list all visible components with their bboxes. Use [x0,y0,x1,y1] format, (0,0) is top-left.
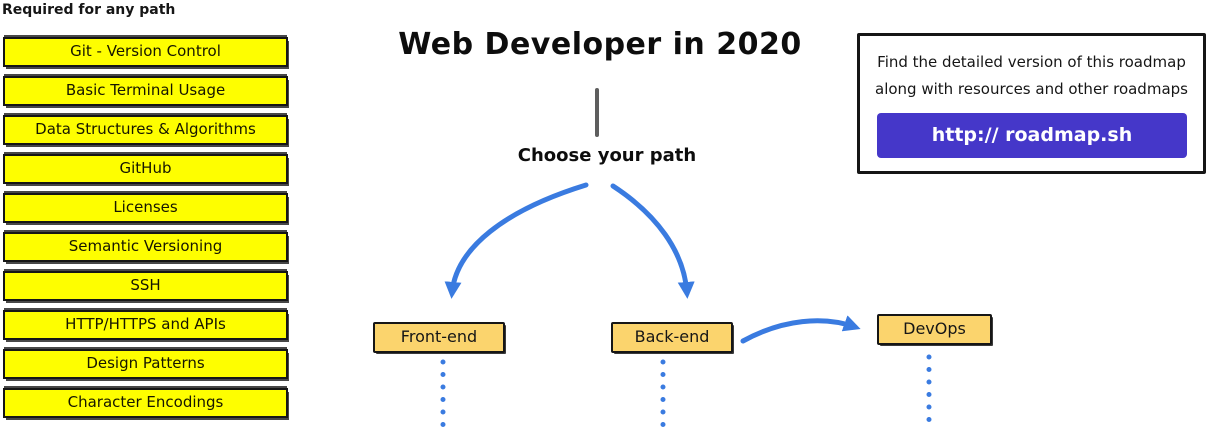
info-text-line1: Find the detailed version of this roadma… [877,53,1186,71]
checklist-item-http[interactable]: HTTP/HTTPS and APIs [3,310,288,340]
page-title: Web Developer in 2020 [398,27,802,62]
checklist-item-git[interactable]: Git - Version Control [3,37,288,67]
checklist-item-encodings[interactable]: Character Encodings [3,388,288,418]
choose-path-label: Choose your path [517,145,697,166]
info-card: Find the detailed version of this roadma… [857,33,1206,174]
node-devops[interactable]: DevOps [877,314,992,345]
checklist-item-terminal[interactable]: Basic Terminal Usage [3,76,288,106]
arrow-to-frontend [444,182,589,299]
checklist-item-ssh[interactable]: SSH [3,271,288,301]
title-connector-line [595,88,599,137]
roadmap-url-button[interactable]: http:// roadmap.sh [877,113,1187,158]
checklist-item-design-patterns[interactable]: Design Patterns [3,349,288,379]
required-checklist: Git - Version Control Basic Terminal Usa… [3,37,288,418]
arrow-to-backend [610,183,695,299]
checklist-item-data-structures[interactable]: Data Structures & Algorithms [3,115,288,145]
required-path-heading: Required for any path [2,2,176,18]
checklist-item-github[interactable]: GitHub [3,154,288,184]
node-frontend[interactable]: Front-end [373,322,505,353]
arrow-backend-to-devops [740,315,861,344]
info-text-line2: along with resources and other roadmaps [875,80,1188,98]
node-backend[interactable]: Back-end [611,322,733,353]
checklist-item-licenses[interactable]: Licenses [3,193,288,223]
checklist-item-semver[interactable]: Semantic Versioning [3,232,288,262]
